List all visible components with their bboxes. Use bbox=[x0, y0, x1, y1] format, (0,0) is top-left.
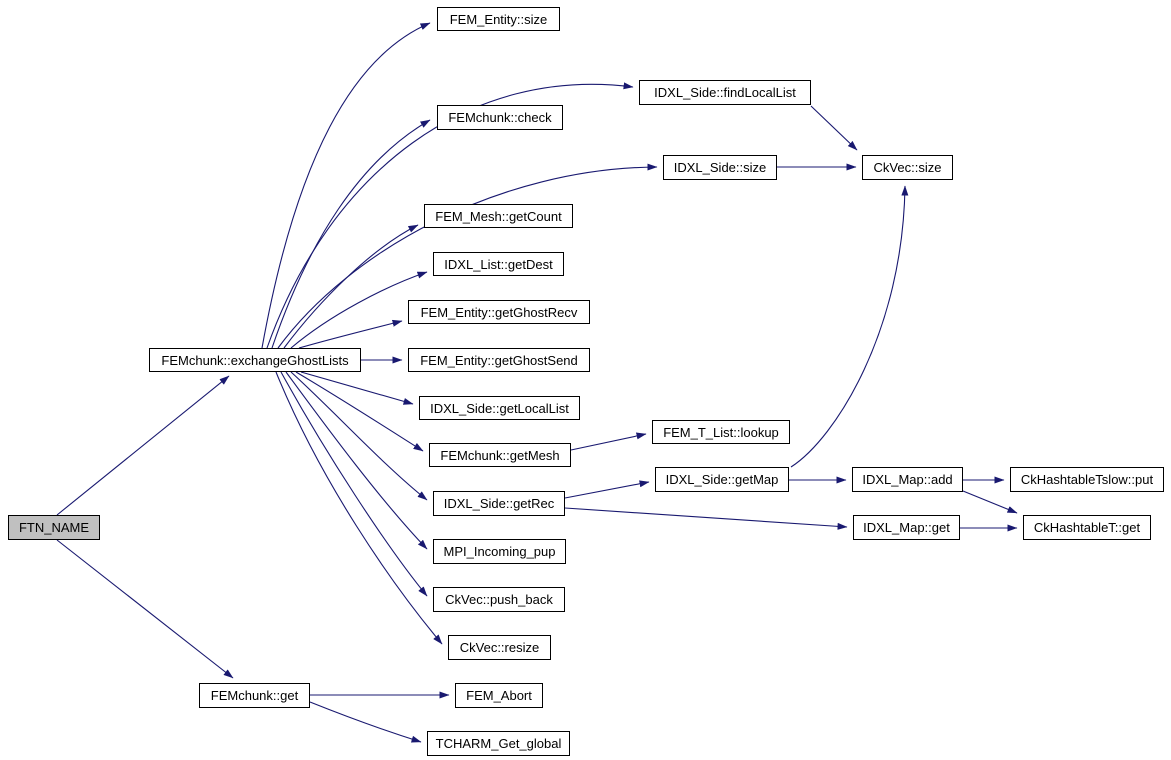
node-ckhashtabletslow-put[interactable]: CkHashtableTslow::put bbox=[1010, 467, 1164, 492]
edge-femchunk-getmesh-to-fem-t-list-lookup bbox=[570, 432, 647, 451]
edge-femchunk-exchangeghostlists-to-idxl-side-getlocallist bbox=[300, 371, 414, 405]
node-ckvec-resize[interactable]: CkVec::resize bbox=[448, 635, 551, 660]
node-idxl-side-findlocallist[interactable]: IDXL_Side::findLocalList bbox=[639, 80, 811, 105]
edge-femchunk-exchangeghostlists-to-fem-mesh-getcount bbox=[283, 224, 419, 349]
node-femchunk-check[interactable]: FEMchunk::check bbox=[437, 105, 563, 130]
edge-femchunk-get-to-tcharm-get-global bbox=[309, 701, 422, 743]
node-idxl-map-get[interactable]: IDXL_Map::get bbox=[853, 515, 960, 540]
edge-femchunk-exchangeghostlists-to-femchunk-getmesh bbox=[295, 371, 424, 452]
node-idxl-side-getmap[interactable]: IDXL_Side::getMap bbox=[655, 467, 789, 492]
edge-femchunk-exchangeghostlists-to-idxl-list-getdest bbox=[290, 271, 428, 349]
edge-femchunk-exchangeghostlists-to-ckvec-push-back bbox=[280, 371, 428, 597]
node-ckvec-size[interactable]: CkVec::size bbox=[862, 155, 953, 180]
edge-femchunk-exchangeghostlists-to-mpi-incoming-pup bbox=[285, 371, 428, 550]
node-femchunk-get[interactable]: FEMchunk::get bbox=[199, 683, 310, 708]
edge-idxl-side-getrec-to-idxl-map-get bbox=[564, 507, 848, 530]
edge-femchunk-exchangeghostlists-to-fem-entity-getghostrecv bbox=[298, 319, 403, 349]
node-idxl-list-getdest[interactable]: IDXL_List::getDest bbox=[433, 252, 564, 276]
node-fem-t-list-lookup[interactable]: FEM_T_List::lookup bbox=[652, 420, 790, 444]
node-idxl-side-getrec[interactable]: IDXL_Side::getRec bbox=[433, 491, 565, 516]
node-idxl-side-getlocallist[interactable]: IDXL_Side::getLocalList bbox=[419, 396, 580, 420]
edge-femchunk-exchangeghostlists-to-fem-entity-size bbox=[261, 22, 431, 349]
edge-femchunk-exchangeghostlists-to-idxl-side-findlocallist bbox=[266, 82, 634, 349]
node-idxl-map-add[interactable]: IDXL_Map::add bbox=[852, 467, 963, 492]
edge-femchunk-exchangeghostlists-to-idxl-side-getrec bbox=[290, 371, 428, 501]
node-ckvec-push-back[interactable]: CkVec::push_back bbox=[433, 587, 565, 612]
edge-femchunk-exchangeghostlists-to-ckvec-resize bbox=[275, 371, 443, 645]
node-ftn-name: FTN_NAME bbox=[8, 515, 100, 540]
node-mpi-incoming-pup[interactable]: MPI_Incoming_pup bbox=[433, 539, 566, 564]
edge-idxl-side-findlocallist-to-ckvec-size bbox=[810, 105, 858, 151]
node-idxl-side-size[interactable]: IDXL_Side::size bbox=[663, 155, 777, 180]
edge-idxl-side-getrec-to-idxl-side-getmap bbox=[564, 480, 650, 499]
node-ckhashtablet-get[interactable]: CkHashtableT::get bbox=[1023, 515, 1151, 540]
node-fem-abort[interactable]: FEM_Abort bbox=[455, 683, 543, 708]
node-fem-entity-getghostsend[interactable]: FEM_Entity::getGhostSend bbox=[408, 348, 590, 372]
edge-ftn-name-to-femchunk-get bbox=[56, 539, 234, 679]
edge-idxl-map-add-to-ckhashtablet-get bbox=[962, 490, 1018, 514]
node-fem-entity-getghostrecv[interactable]: FEM_Entity::getGhostRecv bbox=[408, 300, 590, 324]
node-fem-mesh-getcount[interactable]: FEM_Mesh::getCount bbox=[424, 204, 573, 228]
edge-ftn-name-to-femchunk-exchangeghostlists bbox=[56, 375, 230, 516]
node-fem-entity-size[interactable]: FEM_Entity::size bbox=[437, 7, 560, 31]
node-femchunk-getmesh[interactable]: FEMchunk::getMesh bbox=[429, 443, 571, 467]
node-femchunk-exchangeghostlists[interactable]: FEMchunk::exchangeGhostLists bbox=[149, 348, 361, 372]
node-tcharm-get-global[interactable]: TCHARM_Get_global bbox=[427, 731, 570, 756]
edge-femchunk-exchangeghostlists-to-femchunk-check bbox=[271, 119, 431, 349]
edge-idxl-side-getmap-to-ckvec-size bbox=[790, 185, 909, 468]
